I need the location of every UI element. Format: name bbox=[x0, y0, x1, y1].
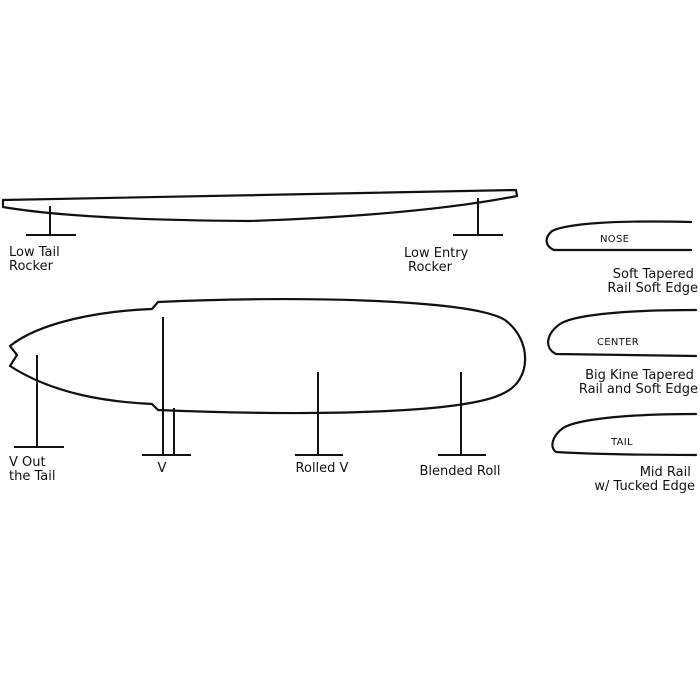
blended-roll-label: Blended Roll bbox=[419, 464, 500, 479]
rocker-profile: Low Tail Rocker Low Entry Rocker bbox=[1, 188, 519, 275]
board-outline bbox=[8, 297, 527, 415]
tail-rail-outline bbox=[551, 412, 698, 457]
entry-rocker-label: Low Entry Rocker bbox=[404, 246, 472, 275]
rolled-v-label: Rolled V bbox=[296, 461, 349, 476]
tail-rail: TAIL Mid Rail w/ Tucked Edge bbox=[551, 412, 698, 494]
nose-rail-outline bbox=[545, 220, 693, 252]
center-rail-description: Big Kine Tapered Rail and Soft Edge bbox=[579, 368, 698, 397]
tail-rail-description: Mid Rail w/ Tucked Edge bbox=[594, 465, 695, 494]
center-rail-outline bbox=[547, 308, 698, 358]
nose-rail-tag: NOSE bbox=[600, 234, 629, 245]
rail-profiles: NOSE Soft Tapered Rail Soft Edge CENTER … bbox=[545, 220, 698, 494]
tail-rail-tag: TAIL bbox=[610, 437, 633, 448]
tail-rocker-label: Low Tail Rocker bbox=[9, 245, 64, 274]
v-out-tail-label: V Out the Tail bbox=[9, 455, 55, 484]
nose-rail-description: Soft Tapered Rail Soft Edge bbox=[607, 267, 698, 296]
v-label: V bbox=[158, 461, 167, 476]
nose-rail: NOSE Soft Tapered Rail Soft Edge bbox=[545, 220, 698, 296]
center-rail: CENTER Big Kine Tapered Rail and Soft Ed… bbox=[547, 308, 698, 397]
rocker-outline bbox=[1, 188, 519, 223]
board-outline-view: V Out the Tail V Rolled V Blended Roll bbox=[8, 297, 527, 484]
center-rail-tag: CENTER bbox=[597, 337, 639, 348]
